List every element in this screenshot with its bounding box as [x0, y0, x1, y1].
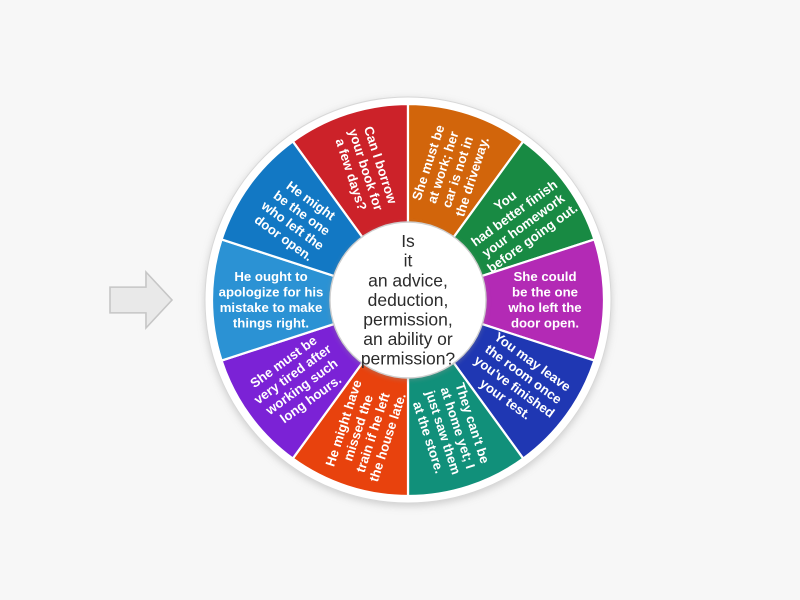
- wheel-hub-question-line: Is: [401, 231, 415, 251]
- wheel-segment[interactable]: [210, 238, 412, 362]
- wheel-hub-question-line: permission?: [361, 349, 456, 369]
- wheel-segment-label-line: be the one: [512, 285, 578, 300]
- wheel-segment-label-line: door open.: [511, 315, 579, 330]
- wheel-hub-circle[interactable]: [329, 221, 487, 379]
- wheel-segment-label-line: things right.: [233, 315, 309, 330]
- spin-pointer-arrow[interactable]: [109, 269, 174, 331]
- wheel-segment-label-line: who left the: [507, 300, 581, 315]
- wheel-hub-question-line: an ability or: [363, 329, 453, 349]
- wheel-segment[interactable]: [404, 238, 606, 362]
- wheel-hub-question-line: it: [404, 251, 413, 271]
- spin-pointer-arrow-shape[interactable]: [109, 269, 174, 331]
- wheel-segment-label-line: She could: [513, 269, 576, 284]
- wheel-hub-question-line: permission,: [363, 309, 452, 329]
- wheel-segment-label-line: He ought to: [234, 269, 307, 284]
- wheel-hub-question-line: an advice,: [368, 270, 448, 290]
- wheel-hub-question-line: deduction,: [368, 290, 449, 310]
- wheel-segment-label-line: apologize for his: [219, 285, 324, 300]
- wheel-segment-label-line: mistake to make: [220, 300, 323, 315]
- wheel-hub: [329, 221, 487, 379]
